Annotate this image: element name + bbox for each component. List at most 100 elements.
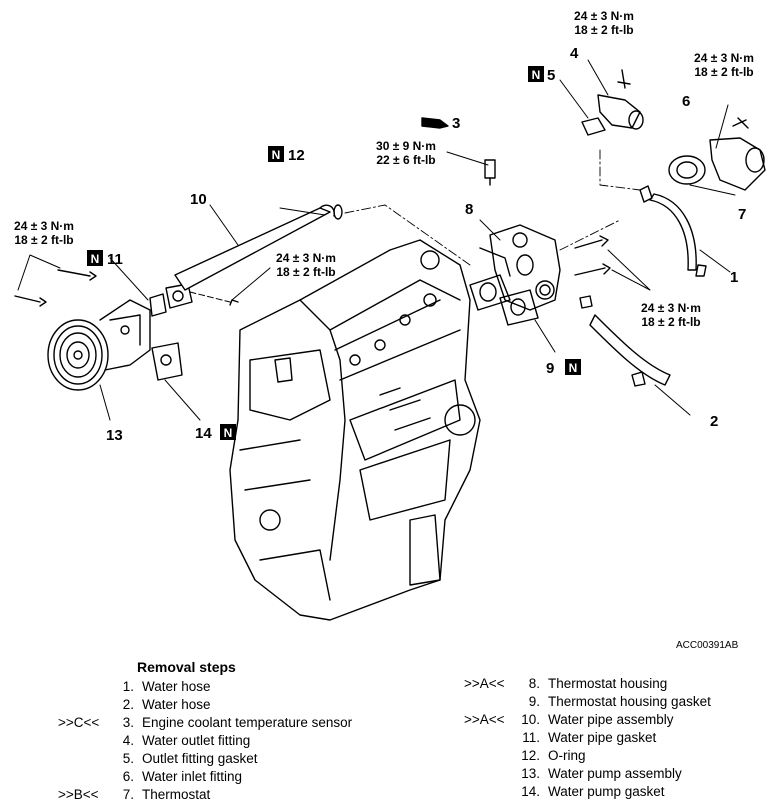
removal-step: 6. Water inlet fitting xyxy=(58,768,352,786)
step-number: 11. xyxy=(522,730,540,745)
engine-block xyxy=(229,239,481,621)
step-number: 6. xyxy=(122,769,134,784)
step-number: 12. xyxy=(521,748,540,763)
callout-5: 5 xyxy=(547,67,555,84)
water-pump-gasket xyxy=(151,342,201,421)
step-text: Water pipe gasket xyxy=(548,730,657,745)
step-number: 13. xyxy=(521,766,540,781)
step-reference-mark xyxy=(464,729,516,747)
torque-6-nm: 24 ± 3 N·m xyxy=(694,51,754,65)
callout-2: 2 xyxy=(710,413,718,430)
step-text: Water hose xyxy=(142,679,211,694)
torque-10-ftlb: 18 ± 2 ft-lb xyxy=(276,265,335,279)
step-reference-mark: >>B<< xyxy=(58,787,99,802)
step-number: 9. xyxy=(528,694,540,709)
thermostat xyxy=(668,155,736,196)
step-reference-mark xyxy=(464,765,516,783)
thermostat-housing xyxy=(479,224,561,311)
step-reference-mark: >>C<< xyxy=(58,715,100,730)
pump-bolts xyxy=(14,254,97,307)
step-text: Thermostat housing xyxy=(548,676,668,691)
callout-1: 1 xyxy=(730,269,738,286)
step-text: O-ring xyxy=(548,748,586,763)
removal-step: 2. Water hose xyxy=(58,696,352,714)
callout-4: 4 xyxy=(570,45,579,62)
step-text: Outlet fitting gasket xyxy=(142,751,258,766)
step-number: 4. xyxy=(122,733,134,748)
step-text: Thermostat housing gasket xyxy=(548,694,711,709)
step-reference-mark: >>A<< xyxy=(464,676,505,691)
removal-step: >>C<< 3. Engine coolant temperature sensor xyxy=(58,714,352,732)
callout-13: 13 xyxy=(106,427,123,444)
removal-steps-right: >>A<< 8. Thermostat housing 9. Thermostat ho… xyxy=(464,675,711,801)
torque-4-ftlb: 18 ± 2 ft-lb xyxy=(574,23,633,37)
torque-13-nm: 24 ± 3 N·m xyxy=(14,219,74,233)
callout-14: 14 xyxy=(195,425,212,442)
water-pump-assembly xyxy=(47,299,151,391)
step-reference-mark xyxy=(464,747,516,765)
step-reference-mark xyxy=(58,732,110,750)
removal-step: >>A<< 10. Water pipe assembly xyxy=(464,711,711,729)
removal-steps-left: 1. Water hose 2. Water hose >>C<< 3. Engine co… xyxy=(58,678,352,804)
step-text: Engine coolant temperature sensor xyxy=(142,715,353,730)
step-reference-mark xyxy=(58,768,110,786)
step-reference-mark xyxy=(58,750,110,768)
water-pipe-gasket xyxy=(149,283,193,317)
removal-step: 9. Thermostat housing gasket xyxy=(464,693,711,711)
step-reference-mark xyxy=(58,678,110,696)
step-text: Water pump assembly xyxy=(548,766,682,781)
callout-12: 12 xyxy=(288,147,305,164)
leader-lines xyxy=(99,59,731,421)
removal-step: 13. Water pump assembly xyxy=(464,765,711,783)
callout-10: 10 xyxy=(190,191,207,208)
step-reference-mark: >>A<< xyxy=(464,712,505,727)
n-marker-11: N xyxy=(91,252,100,266)
step-reference-mark xyxy=(464,783,516,801)
water-hose-lower xyxy=(579,295,671,387)
coolant-temp-sensor xyxy=(421,117,496,186)
step-reference-mark xyxy=(464,693,516,711)
removal-step: 4. Water outlet fitting xyxy=(58,732,352,750)
torque-6-ftlb: 18 ± 2 ft-lb xyxy=(694,65,753,79)
n-marker-9: N xyxy=(569,361,578,375)
water-inlet-fitting xyxy=(709,117,766,191)
torque-8-ftlb: 18 ± 2 ft-lb xyxy=(641,315,700,329)
thermostat-housing-gasket xyxy=(469,274,539,326)
step-number: 2. xyxy=(122,697,134,712)
torque-10-nm: 24 ± 3 N·m xyxy=(276,251,336,265)
removal-step: 5. Outlet fitting gasket xyxy=(58,750,352,768)
water-outlet-fitting xyxy=(597,69,644,130)
n-marker-14: N xyxy=(224,426,233,440)
step-number: 1. xyxy=(122,679,134,694)
torque-3-nm: 30 ± 9 N·m xyxy=(376,139,436,153)
step-number: 5. xyxy=(122,751,134,766)
center-lines xyxy=(344,149,641,266)
torque-4-nm: 24 ± 3 N·m xyxy=(574,9,634,23)
callout-8: 8 xyxy=(465,201,473,218)
step-text: Water hose xyxy=(142,697,211,712)
exploded-diagram: N N N N N 1 2 3 4 5 6 7 8 9 10 11 12 13 … xyxy=(14,9,766,621)
step-text: Water outlet fitting xyxy=(142,733,251,748)
step-number: 7. xyxy=(122,787,134,802)
callout-9: 9 xyxy=(546,360,554,377)
removal-step: >>B<< 7. Thermostat xyxy=(58,786,352,804)
callout-11: 11 xyxy=(107,251,123,268)
removal-steps-title: Removal steps xyxy=(137,659,236,675)
torque-13-ftlb: 18 ± 2 ft-lb xyxy=(14,233,73,247)
callout-7: 7 xyxy=(738,206,746,223)
water-hose-upper xyxy=(639,185,707,277)
new-part-markers xyxy=(87,66,581,440)
removal-step: >>A<< 8. Thermostat housing xyxy=(464,675,711,693)
step-text: Water pipe assembly xyxy=(548,712,674,727)
step-number: 8. xyxy=(528,676,540,691)
step-text: Thermostat xyxy=(142,787,211,802)
step-number: 10. xyxy=(521,712,540,727)
removal-step: 14.Water pump gasket xyxy=(464,783,711,801)
outlet-fitting-gasket xyxy=(559,79,606,136)
figure-code: ACC00391AB xyxy=(676,640,739,651)
step-reference-mark xyxy=(58,696,110,714)
step-text: Water inlet fitting xyxy=(142,769,243,784)
step-text: Water pump gasket xyxy=(548,784,665,799)
removal-step: 12. O-ring xyxy=(464,747,711,765)
step-number: 3. xyxy=(122,715,134,730)
